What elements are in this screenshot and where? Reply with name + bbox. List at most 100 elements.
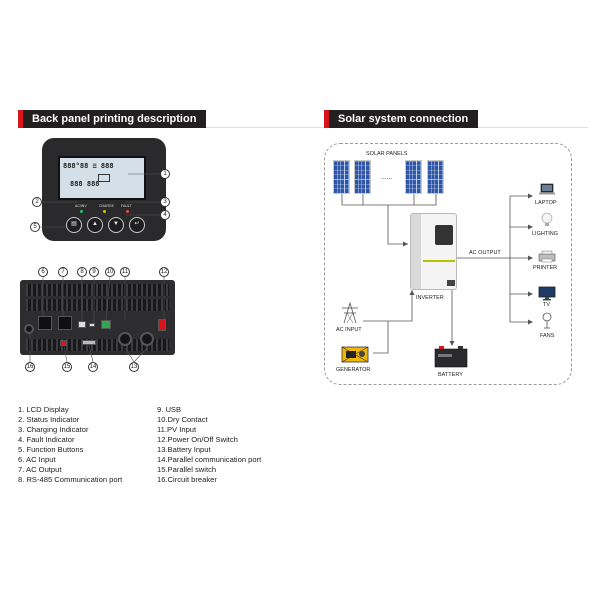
vent-grille (26, 284, 169, 296)
header-accent-bar (18, 110, 23, 128)
parallel-comm-port[interactable] (82, 340, 96, 345)
function-button-up[interactable]: ▲ (87, 217, 103, 233)
legend-column-1: 1. LCD Display 2. Status Indicator 3. Ch… (18, 405, 122, 485)
inverter-screen (435, 225, 453, 245)
callout-8: 8 (77, 267, 87, 277)
parallel-switch[interactable] (60, 340, 67, 346)
inverter-port-cover (447, 280, 455, 286)
indicator-label-ac-inv: AC/INV (75, 204, 87, 208)
battery-input-gland[interactable] (140, 332, 154, 346)
charging-indicator-led (103, 210, 106, 213)
callout-12: 12 (159, 267, 169, 277)
legend-column-2: 9. USB 10.Dry Contact 11.PV Input 12.Pow… (157, 405, 261, 485)
inverter-side (411, 214, 421, 289)
legend-item: 8. RS-485 Communication port (18, 475, 123, 484)
legend-item: 16.Circuit breaker (157, 475, 217, 484)
solar-panel-icon (427, 160, 444, 194)
usb-port[interactable] (89, 323, 95, 327)
dry-contact-terminal[interactable] (101, 320, 111, 329)
legend-item: 5. Function Buttons (18, 445, 84, 454)
solar-panel-icon (333, 160, 350, 194)
legend-item: 14.Parallel communication port (157, 455, 262, 464)
section-divider (18, 127, 588, 128)
header-accent-bar (324, 110, 329, 128)
back-panel (20, 280, 175, 355)
lighting-label: LIGHTING (532, 231, 558, 237)
callout-9: 9 (89, 267, 99, 277)
callout-5: 5 (30, 222, 40, 232)
back-panel-title: Back panel printing description (32, 113, 197, 125)
fan-icon (542, 312, 552, 329)
lighting-icon (541, 212, 553, 226)
power-tower-icon (342, 302, 358, 324)
callout-14: 14 (88, 362, 98, 372)
power-switch[interactable] (158, 319, 166, 331)
battery-icon (434, 346, 468, 368)
ac-output-label: AC OUTPUT (469, 250, 501, 256)
callout-10: 10 (105, 267, 115, 277)
inverter-unit (410, 213, 457, 290)
printer-label: PRINTER (533, 265, 558, 271)
fans-label: FANS (540, 333, 555, 339)
laptop-icon (539, 183, 555, 195)
rs485-port[interactable] (78, 321, 86, 328)
legend-item: 3. Charging Indicator (18, 425, 89, 434)
solar-connection-title: Solar system connection (338, 113, 469, 125)
callout-6: 6 (38, 267, 48, 277)
tv-icon (538, 286, 556, 301)
front-panel: 888°88 ≡ 888 888 888 AC/INV CHARGE FAULT… (42, 138, 166, 241)
solar-connection-header: Solar system connection (324, 110, 479, 128)
solar-panel-icon (405, 160, 422, 194)
legend-item: 7. AC Output (18, 465, 62, 474)
back-panel-header: Back panel printing description (18, 110, 207, 128)
ac-output-terminal[interactable] (58, 316, 72, 330)
generator-label: GENERATOR (336, 367, 371, 373)
legend-item: 9. USB (157, 405, 182, 414)
solar-panels-label: SOLAR PANELS (366, 151, 408, 157)
lcd-display: 888°88 ≡ 888 888 888 (58, 156, 146, 200)
callout-15: 15 (62, 362, 72, 372)
inverter-label: INVERTER (416, 295, 444, 301)
inverter-stripe (423, 260, 455, 262)
function-button-enter[interactable]: ↵ (129, 217, 145, 233)
fault-indicator-led (126, 210, 129, 213)
callout-2: 2 (32, 197, 42, 207)
callout-3: 3 (160, 197, 170, 207)
legend-item: 15.Parallel switch (157, 465, 217, 474)
indicator-label-charge: CHARGE (99, 204, 114, 208)
callout-16: 16 (25, 362, 35, 372)
battery-label: BATTERY (438, 372, 463, 378)
callout-1: 1 (160, 169, 170, 179)
callout-13: 13 (129, 362, 139, 372)
laptop-label: LAPTOP (535, 200, 557, 206)
printer-icon (538, 250, 556, 263)
legend-item: 2. Status Indicator (18, 415, 80, 424)
panels-ellipsis: ...... (381, 174, 393, 181)
lcd-line-1: 888°88 ≡ 888 (63, 162, 114, 170)
generator-icon (341, 346, 369, 363)
pv-input-gland[interactable] (118, 332, 132, 346)
legend-item: 1. LCD Display (18, 405, 69, 414)
lcd-segment-icon (98, 174, 110, 182)
legend-item: 10.Dry Contact (157, 415, 208, 424)
status-indicator-led (80, 210, 83, 213)
legend-item: 13.Battery Input (157, 445, 211, 454)
vent-grille (26, 299, 169, 311)
circuit-breaker[interactable] (24, 324, 34, 334)
indicator-label-fault: FAULT (121, 204, 132, 208)
lcd-line-2: 888 888 (70, 180, 100, 188)
legend-item: 12.Power On/Off Switch (157, 435, 238, 444)
callout-4: 4 (160, 210, 170, 220)
callout-11: 11 (120, 267, 130, 277)
legend-item: 11.PV Input (157, 425, 197, 434)
ac-input-terminal[interactable] (38, 316, 52, 330)
ac-input-label: AC INPUT (336, 327, 362, 333)
function-button-down[interactable]: ▼ (108, 217, 124, 233)
tv-label: TV (543, 302, 551, 308)
function-button-menu[interactable]: ▤ (66, 217, 82, 233)
solar-panel-icon (354, 160, 371, 194)
callout-7: 7 (58, 267, 68, 277)
legend-item: 4. Fault Indicator (18, 435, 75, 444)
system-diagram-frame (324, 143, 572, 385)
legend-item: 6. AC Input (18, 455, 56, 464)
